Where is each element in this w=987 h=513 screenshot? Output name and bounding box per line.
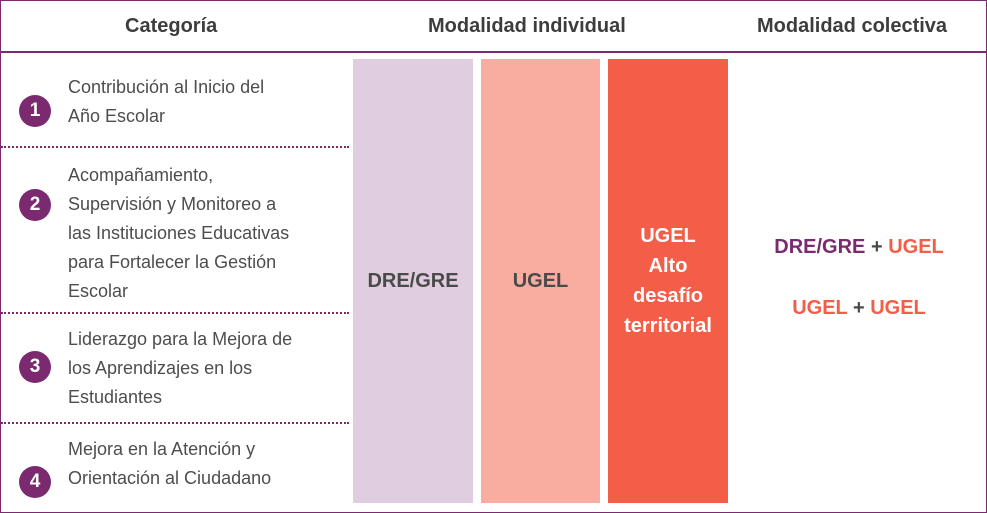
- category-number-badge: 3: [19, 351, 51, 383]
- colectiva-plus: +: [852, 297, 865, 319]
- category-number-badge: 4: [19, 466, 51, 498]
- column-dre-gre-label: DRE/GRE: [367, 269, 459, 292]
- column-ugel-alto-line: territorial: [624, 315, 712, 337]
- category-row-3: 3 Liderazgo para la Mejora de los Aprend…: [1, 315, 349, 423]
- colectiva-combination-2: UGEL + UGEL: [734, 297, 984, 320]
- colectiva-term: DRE/GRE: [774, 236, 866, 258]
- colectiva-term: UGEL: [888, 236, 944, 258]
- category-number-badge: 2: [19, 189, 51, 221]
- colectiva-term: UGEL: [870, 297, 926, 319]
- colectiva-combination-1: DRE/GRE + UGEL: [734, 236, 984, 259]
- category-label: Liderazgo para la Mejora de los Aprendiz…: [68, 329, 293, 407]
- header-categoria: Categoría: [125, 15, 218, 37]
- column-ugel-label: UGEL: [512, 269, 569, 292]
- category-label: Acompañamiento, Supervisión y Monitoreo …: [68, 165, 290, 301]
- category-divider: [1, 422, 349, 424]
- column-ugel-alto-line: UGEL: [640, 225, 696, 247]
- column-ugel-alto-line: desafío: [632, 285, 704, 307]
- colectiva-term: UGEL: [792, 297, 848, 319]
- category-number-badge: 1: [19, 95, 51, 127]
- category-row-4: 4 Mejora en la Atención y Orientación al…: [1, 425, 349, 511]
- header-modalidad-colectiva: Modalidad colectiva: [757, 15, 948, 37]
- header-modalidad-individual: Modalidad individual: [428, 15, 626, 37]
- table-header: Categoría Modalidad individual Modalidad…: [1, 1, 986, 53]
- column-dre-gre: DRE/GRE: [353, 59, 473, 503]
- column-ugel: UGEL: [481, 59, 600, 503]
- category-label: Mejora en la Atención y Orientación al C…: [68, 439, 272, 488]
- category-row-2: 2 Acompañamiento, Supervisión y Monitore…: [1, 149, 349, 312]
- category-label: Contribución al Inicio del Año Escolar: [68, 77, 265, 126]
- colectiva-plus: +: [870, 236, 883, 258]
- category-row-1: 1 Contribución al Inicio del Año Escolar: [1, 59, 349, 147]
- category-divider: [1, 312, 349, 314]
- category-divider: [1, 146, 349, 148]
- column-ugel-alto-desafio: UGEL Alto desafío territorial: [608, 59, 728, 503]
- column-ugel-alto-line: Alto: [648, 255, 688, 277]
